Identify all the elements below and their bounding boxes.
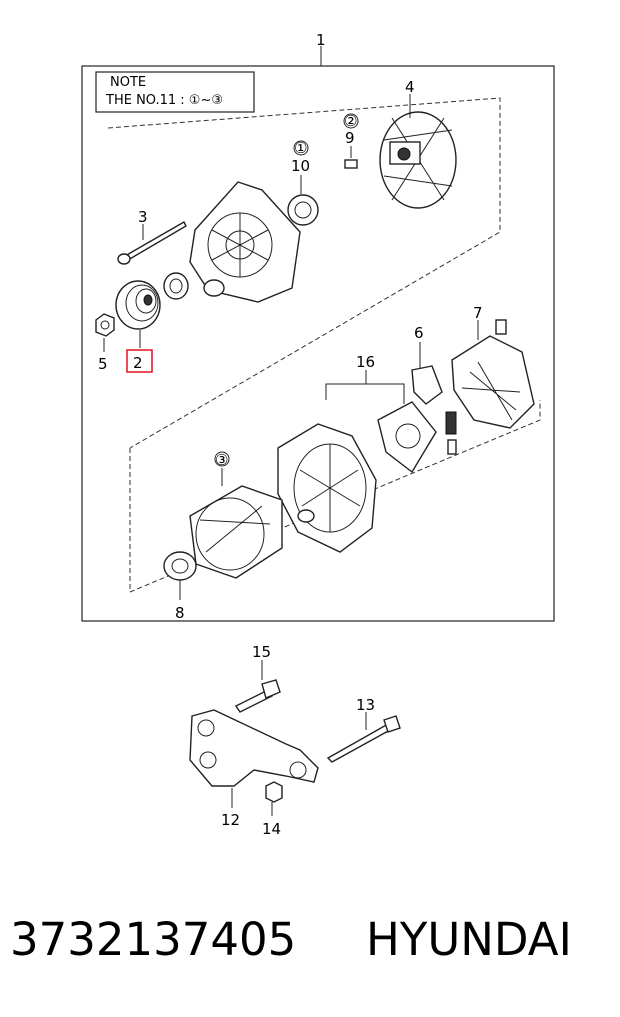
front-housing [189, 181, 301, 303]
regulator-part-6 [411, 342, 443, 405]
callout-2-highlight [126, 349, 153, 373]
pulley-part-2 [115, 280, 161, 348]
nut-part-5 [95, 313, 115, 352]
callout-1: 1 [316, 31, 326, 49]
part-number: 3732137405 [10, 913, 297, 966]
callout-16: 16 [356, 353, 375, 371]
callout-10-circled: ① [294, 139, 307, 157]
bolt-part-13 [326, 712, 401, 763]
note-box: NOTE THE NO.11 : ①~③ [95, 71, 255, 113]
callout-7: 7 [473, 304, 483, 322]
bearing-part-8 [163, 551, 197, 600]
bracket-part-12 [189, 709, 319, 808]
note-text: THE NO.11 : ①~③ [105, 93, 223, 108]
callout-9: 9 [345, 129, 355, 147]
callout-8: 8 [175, 604, 185, 622]
callout-12: 12 [221, 811, 240, 829]
callout-4: 4 [405, 78, 415, 96]
callout-15: 15 [252, 643, 271, 661]
rotor-part-4 [379, 94, 457, 209]
bearing-part-10 [287, 140, 319, 226]
callout-5: 5 [98, 355, 108, 373]
note-title: NOTE [110, 75, 146, 90]
screw-part-9 [343, 113, 359, 169]
brush-spring [445, 411, 457, 455]
through-bolt-part-3 [117, 221, 187, 265]
callout-9-circled: ② [344, 112, 357, 130]
rear-cover-part-7 [451, 319, 535, 429]
dashed-guide-lines [107, 97, 541, 593]
bolt-part-15 [234, 660, 281, 713]
nut-part-14 [265, 781, 283, 816]
callout-13: 13 [356, 696, 375, 714]
exploded-parts-diagram: NOTE THE NO.11 : ①~③ [81, 31, 555, 838]
callout-2: 2 [133, 354, 143, 372]
rear-housing [277, 423, 377, 553]
stator [189, 451, 283, 579]
callout-3-circled: ③ [215, 451, 228, 469]
assembly-frame [81, 65, 555, 622]
callout-labels: 1 2 3 ③ 4 5 6 7 8 9 ② 10 ① 12 13 14 15 1… [98, 31, 483, 838]
footer: 3732137405 HYUNDAI [0, 900, 620, 980]
callout-6: 6 [414, 324, 424, 342]
callout-14: 14 [262, 820, 281, 838]
callout-3: 3 [138, 208, 148, 226]
rectifier-part-16 [325, 370, 437, 474]
brand-name: HYUNDAI [366, 913, 572, 966]
callout-10: 10 [291, 157, 310, 175]
spacer [163, 272, 189, 300]
